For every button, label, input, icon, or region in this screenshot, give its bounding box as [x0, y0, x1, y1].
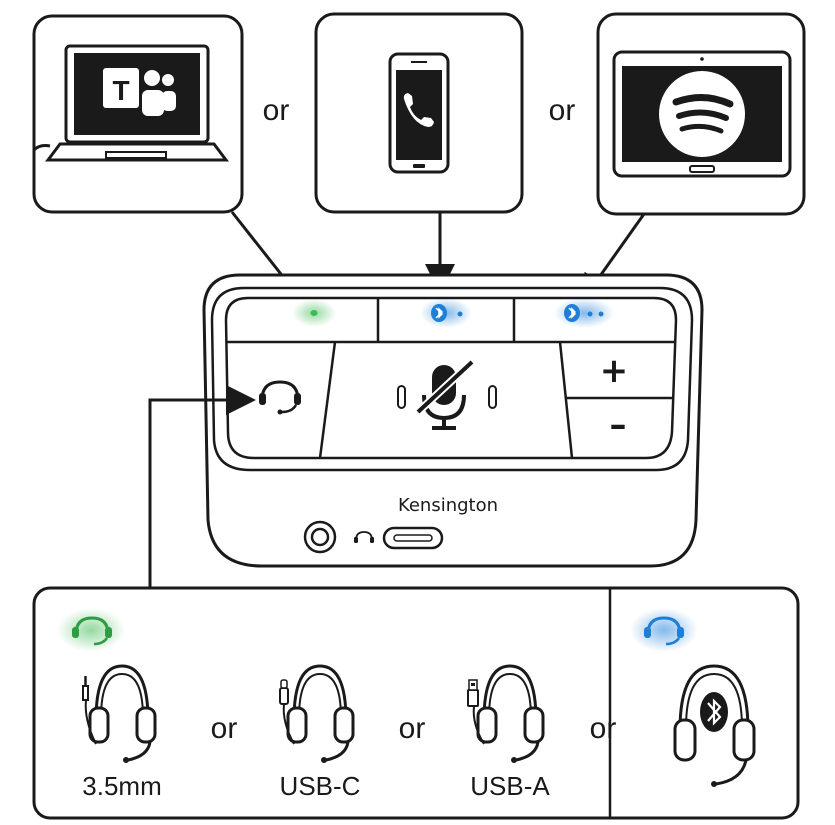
blue-headset-icon	[644, 616, 684, 646]
or-label-headsets-1: or	[211, 712, 238, 745]
mute-led-left	[397, 385, 406, 409]
headset-usb-c: USB-C	[279, 664, 361, 801]
headphones-icon	[673, 664, 756, 787]
or-label-sources-2: or	[549, 94, 576, 127]
phone-source-box	[314, 12, 524, 214]
headset-options-box: 3.5mm or USB-C or	[32, 586, 800, 820]
headphones-icon	[282, 664, 355, 763]
volume-down-button[interactable]: –	[610, 405, 627, 445]
wired-headset-indicator	[57, 608, 125, 652]
headset-usb-c-label: USB-C	[280, 771, 361, 801]
audio-jack-port	[303, 520, 337, 554]
bluetooth-icon	[564, 304, 580, 322]
kensington-device: + – Kensington	[202, 273, 704, 568]
volume-up-label: +	[600, 351, 629, 391]
green-headset-icon	[72, 616, 112, 646]
volume-down-label: –	[610, 405, 627, 445]
phone-call-icon	[403, 93, 434, 127]
bluetooth-source-button-2[interactable]	[554, 298, 614, 328]
arrow-headsets-to-headset-button	[148, 385, 256, 588]
headphones-icon	[472, 664, 545, 763]
port-headset-icon	[354, 531, 374, 543]
or-label-sources-1: or	[263, 94, 290, 127]
usb-c-port	[382, 526, 444, 550]
svg-text:T: T	[112, 75, 129, 106]
headset-3-5mm-label: 3.5mm	[82, 771, 161, 801]
headset-icon	[259, 380, 301, 415]
laptop-source-box: T	[32, 14, 244, 214]
brand-label: Kensington	[398, 495, 498, 516]
headset-3-5mm: 3.5mm	[82, 664, 162, 801]
headset-usb-a: USB-A	[467, 664, 550, 801]
usb-a-plug-icon	[467, 679, 479, 707]
bluetooth-source-button-1[interactable]	[420, 298, 472, 328]
mute-button[interactable]	[397, 359, 497, 430]
bluetooth-icon	[431, 304, 447, 322]
headphones-icon	[84, 664, 157, 763]
or-label-headsets-2: or	[399, 712, 426, 745]
usb-c-plug-icon	[279, 679, 289, 705]
bluetooth-icon	[700, 692, 728, 732]
or-label-headsets-3: or	[590, 712, 617, 745]
headset-usb-a-label: USB-A	[470, 771, 550, 801]
volume-up-button[interactable]: +	[600, 351, 629, 391]
microsoft-teams-logo-icon: T	[103, 68, 176, 116]
headset-button[interactable]	[259, 380, 301, 415]
bluetooth-headset-indicator	[630, 608, 698, 652]
smartphone-icon	[388, 52, 450, 174]
bluetooth-headset	[673, 664, 756, 787]
3-5mm-plug-icon	[82, 676, 89, 701]
green-led-icon	[310, 310, 318, 316]
muted-microphone-icon	[415, 359, 475, 430]
wired-source-button[interactable]	[292, 299, 336, 327]
mute-led-right	[488, 385, 497, 409]
tablet-source-box	[596, 12, 806, 216]
spotify-logo-icon	[659, 71, 745, 157]
